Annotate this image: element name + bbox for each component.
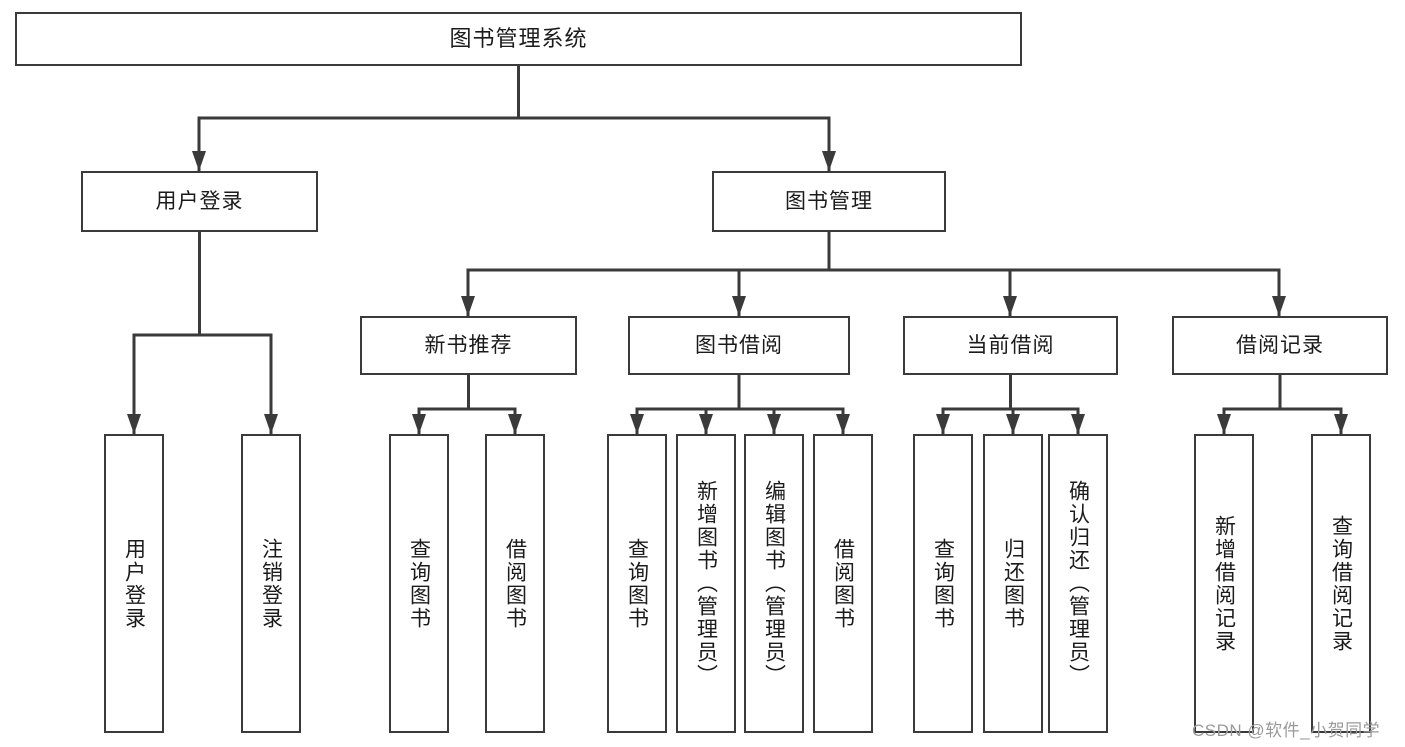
node-label: 用户登录 bbox=[122, 537, 146, 630]
arrowhead-leaf-query-book-current bbox=[936, 414, 950, 434]
arrowhead-leaf-add-book-admin bbox=[699, 414, 713, 434]
node-book-manage[interactable]: 图书管理 bbox=[712, 171, 946, 232]
node-leaf-query-book-borrow[interactable]: 查询图书 bbox=[607, 434, 667, 733]
node-leaf-borrow-book-recommend[interactable]: 借阅图书 bbox=[485, 434, 545, 733]
node-label: 借阅图书 bbox=[503, 537, 527, 630]
node-leaf-return-book[interactable]: 归还图书 bbox=[983, 434, 1043, 733]
arrowhead-leaf-user-login bbox=[127, 414, 141, 434]
node-leaf-confirm-return-admin[interactable]: 确认归还（管理员） bbox=[1048, 434, 1108, 733]
node-leaf-add-borrow-record[interactable]: 新增借阅记录 bbox=[1194, 434, 1254, 733]
arrowhead-borrow-record bbox=[1272, 296, 1286, 316]
arrowhead-book-manage bbox=[822, 151, 836, 171]
node-label: 编辑图书（管理员） bbox=[762, 480, 786, 687]
node-label: 图书管理系统 bbox=[449, 25, 588, 51]
arrowhead-user-login bbox=[192, 151, 206, 171]
node-book-borrow[interactable]: 图书借阅 bbox=[628, 316, 850, 375]
node-label: 当前借阅 bbox=[966, 333, 1055, 357]
node-label: 归还图书 bbox=[1001, 537, 1025, 630]
node-label: 注销登录 bbox=[259, 537, 283, 630]
node-leaf-query-book-current[interactable]: 查询图书 bbox=[913, 434, 973, 733]
arrowhead-leaf-return-book bbox=[1006, 414, 1020, 434]
node-label: 图书借阅 bbox=[695, 333, 783, 357]
arrowhead-new-book-recommend bbox=[461, 296, 475, 316]
node-root[interactable]: 图书管理系统 bbox=[15, 12, 1022, 66]
node-current-borrow[interactable]: 当前借阅 bbox=[903, 316, 1118, 375]
node-leaf-query-book-recommend[interactable]: 查询图书 bbox=[389, 434, 449, 733]
arrowhead-current-borrow bbox=[1003, 296, 1017, 316]
node-label: 图书管理 bbox=[785, 189, 873, 213]
arrowhead-leaf-query-borrow-record bbox=[1334, 414, 1348, 434]
node-label: 借阅记录 bbox=[1236, 333, 1324, 357]
arrowhead-leaf-borrow-book-recommend bbox=[508, 414, 522, 434]
node-label: 新增图书（管理员） bbox=[694, 480, 718, 687]
node-leaf-edit-book-admin[interactable]: 编辑图书（管理员） bbox=[744, 434, 804, 733]
node-label: 查询图书 bbox=[407, 537, 431, 630]
arrowhead-book-borrow bbox=[732, 296, 746, 316]
node-label: 查询借阅记录 bbox=[1329, 514, 1353, 653]
node-label: 新书推荐 bbox=[424, 333, 513, 357]
arrowhead-leaf-query-book-recommend bbox=[412, 414, 426, 434]
node-user-login[interactable]: 用户登录 bbox=[81, 171, 318, 232]
node-label: 查询图书 bbox=[931, 537, 955, 630]
arrowhead-leaf-add-borrow-record bbox=[1217, 414, 1231, 434]
arrowhead-leaf-confirm-return-admin bbox=[1071, 414, 1085, 434]
node-leaf-user-login[interactable]: 用户登录 bbox=[104, 434, 164, 733]
arrowhead-leaf-logout-login bbox=[264, 414, 278, 434]
node-label: 查询图书 bbox=[625, 537, 649, 630]
node-leaf-query-borrow-record[interactable]: 查询借阅记录 bbox=[1311, 434, 1371, 733]
node-label: 新增借阅记录 bbox=[1212, 514, 1236, 653]
node-label: 借阅图书 bbox=[831, 537, 855, 630]
arrowhead-leaf-query-book-borrow bbox=[630, 414, 644, 434]
csdn-watermark: CSDN @软件_小贺同学 bbox=[1192, 721, 1381, 740]
node-leaf-borrow-book[interactable]: 借阅图书 bbox=[813, 434, 873, 733]
node-new-book-recommend[interactable]: 新书推荐 bbox=[360, 316, 577, 375]
node-borrow-record[interactable]: 借阅记录 bbox=[1172, 316, 1388, 375]
node-leaf-logout-login[interactable]: 注销登录 bbox=[241, 434, 301, 733]
node-label: 确认归还（管理员） bbox=[1066, 480, 1090, 687]
arrowhead-leaf-edit-book-admin bbox=[767, 414, 781, 434]
arrowhead-leaf-borrow-book bbox=[836, 414, 850, 434]
node-leaf-add-book-admin[interactable]: 新增图书（管理员） bbox=[676, 434, 736, 733]
node-label: 用户登录 bbox=[155, 189, 244, 213]
